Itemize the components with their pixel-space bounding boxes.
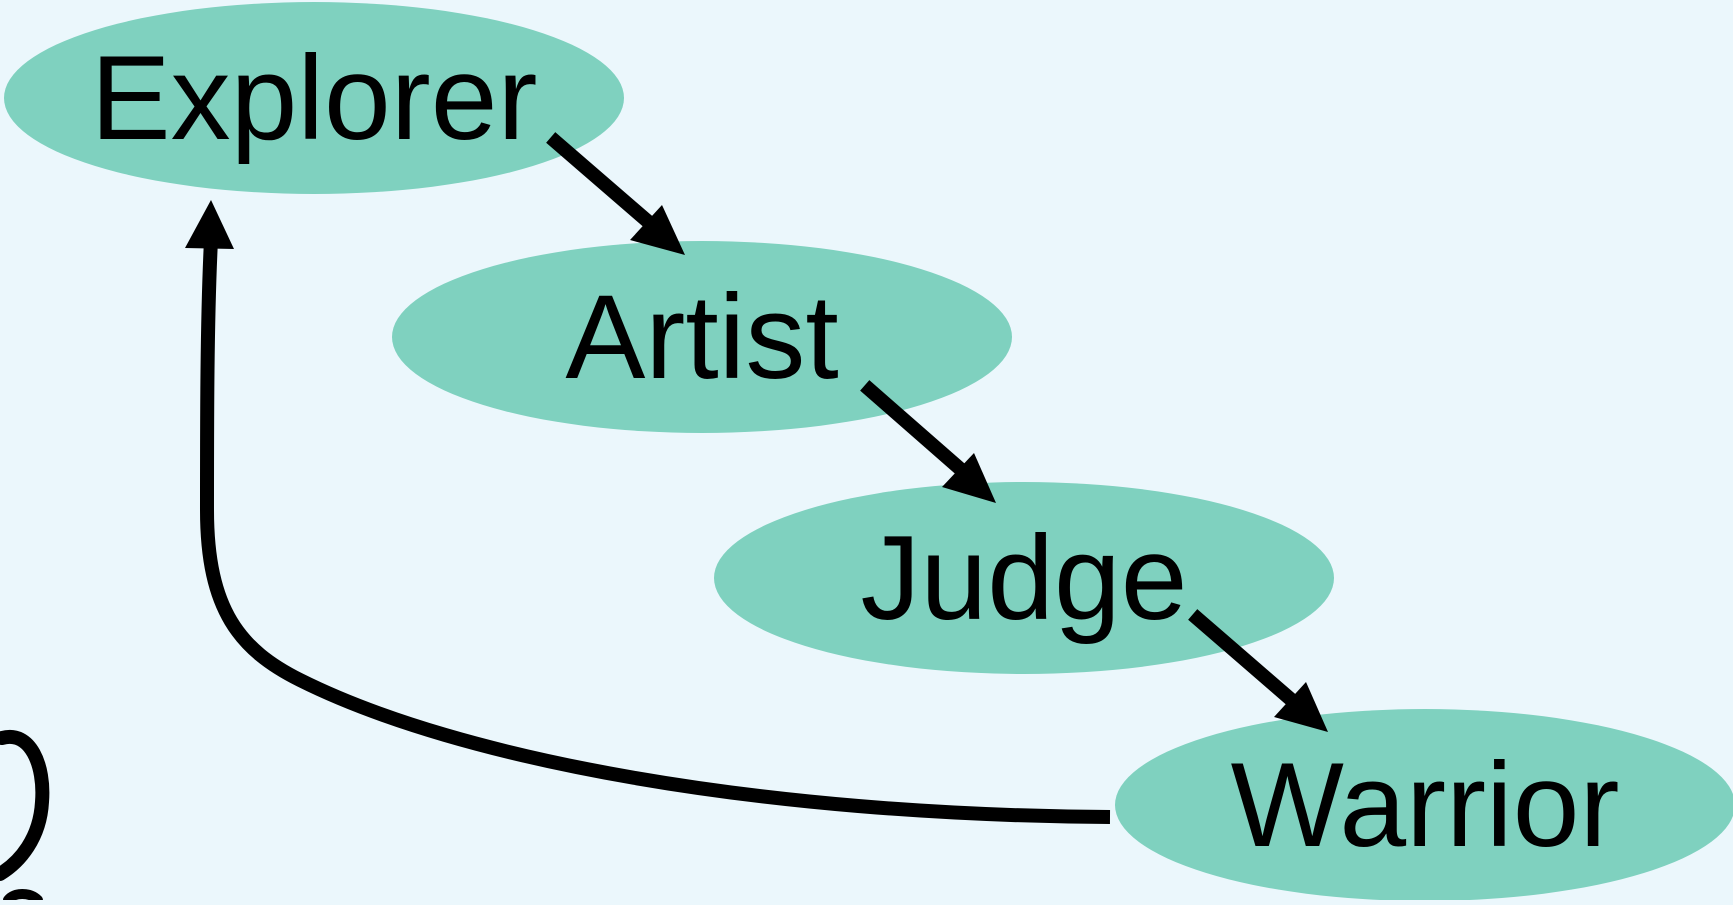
node-warrior-shape [1115,709,1733,901]
node-explorer: Explorer [4,2,624,194]
edge-warrior-explorer-arrowhead [185,200,234,249]
edge-judge-to-warrior [1188,609,1328,732]
partial-circle-mark [0,729,50,905]
node-judge: Judge [714,482,1334,674]
node-artist-label: Artist [565,270,838,404]
edge-judge-warrior-arrowhead [1274,682,1328,732]
edge-artist-judge-arrowhead [942,453,996,503]
edge-explorer-artist-arrowhead [630,205,685,255]
node-warrior: Warrior [1115,709,1733,901]
edge-explorer-artist-line [546,132,655,229]
node-artist-shape [392,241,1012,433]
node-warrior-label: Warrior [1231,738,1620,872]
partial-circle-mark-tail [3,889,43,905]
node-explorer-shape [4,2,624,194]
edge-warrior-to-explorer [185,200,1111,824]
node-judge-shape [714,482,1334,674]
node-judge-label: Judge [861,511,1188,645]
node-explorer-label: Explorer [91,31,538,165]
edge-explorer-to-artist [546,132,685,255]
edge-judge-warrior-line [1188,609,1298,707]
edge-artist-to-judge [860,380,996,503]
partial-circle-mark-stroke [0,729,50,881]
edge-warrior-explorer-curve [199,239,1111,824]
node-artist: Artist [392,241,1012,433]
edge-artist-judge-line [860,380,968,477]
